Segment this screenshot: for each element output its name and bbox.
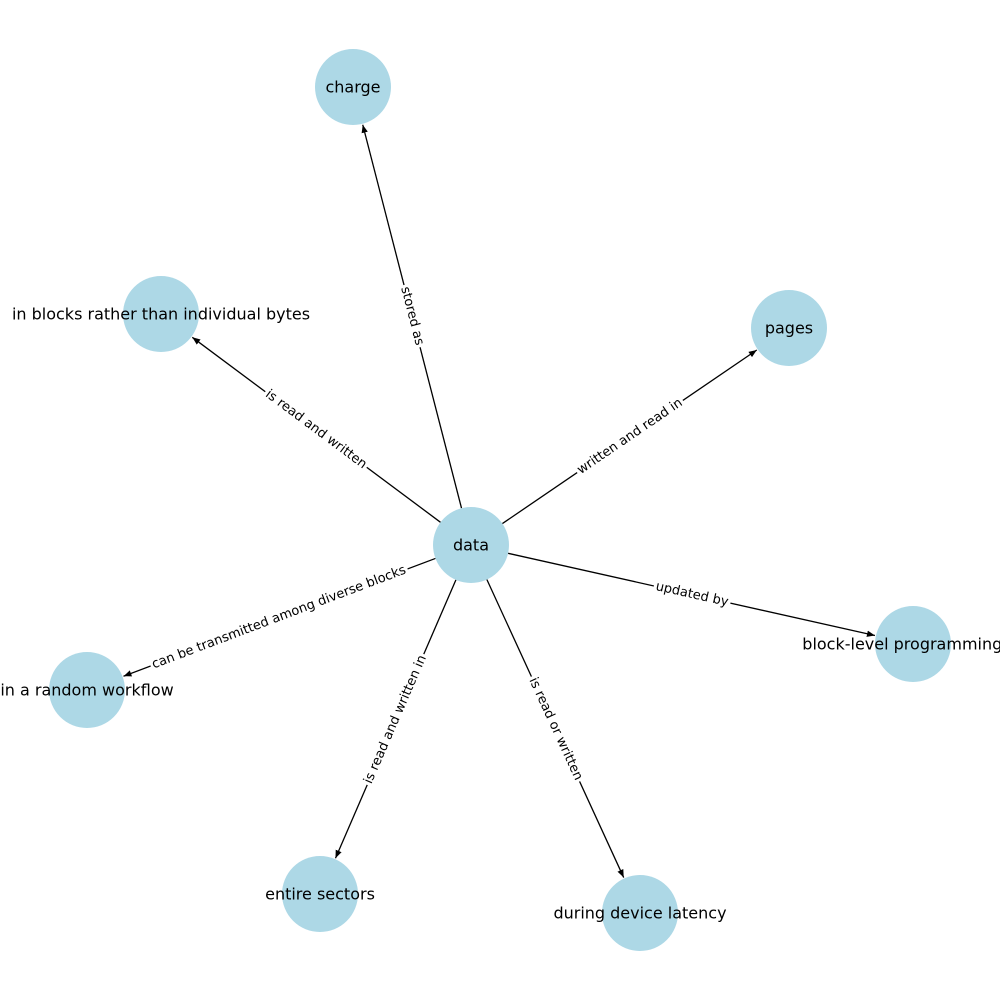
node-pages: [751, 290, 827, 366]
edge-label-group-latency: is read or written: [523, 673, 588, 785]
edge-label: is read and written: [262, 387, 369, 472]
edge-label-background: [260, 384, 372, 475]
edges-layer: [123, 124, 876, 878]
edge-label-background: [572, 393, 688, 480]
edge-label-background: [395, 282, 429, 350]
edge-label-background: [359, 650, 432, 789]
node-charge: [315, 49, 391, 125]
edge-label-background: [523, 673, 588, 785]
node-block-level: [875, 606, 951, 682]
node-latency: [602, 875, 678, 951]
node-label-charge: charge: [325, 78, 380, 97]
edge-label-background: [652, 577, 733, 612]
node-label-latency: during device latency: [553, 904, 726, 923]
node-label-random: in a random workflow: [0, 681, 173, 700]
node-label-pages: pages: [765, 319, 813, 338]
edge-label-group-random: can be transmitted among diverse blocks: [147, 560, 411, 674]
edge-label-background: [147, 560, 411, 674]
node-label-data: data: [453, 536, 489, 555]
edge-label: is read and written in: [361, 653, 430, 786]
node-label-blocks: in blocks rather than individual bytes: [12, 305, 310, 324]
node-label-block-level: block-level programming or: [802, 635, 1000, 654]
edge-label-group-pages: written and read in: [572, 393, 688, 480]
edge-label: written and read in: [575, 395, 686, 477]
edge-label-group-block-level: updated by: [652, 577, 733, 612]
edge-label: can be transmitted among diverse blocks: [150, 563, 408, 673]
edge-label-group-sectors: is read and written in: [359, 650, 432, 789]
node-random: [49, 652, 125, 728]
edge-label-group-blocks: is read and written: [260, 384, 372, 475]
node-blocks: [123, 276, 199, 352]
node-label-sectors: entire sectors: [265, 885, 375, 904]
edge-label: stored as: [397, 285, 427, 347]
edge-label: updated by: [654, 579, 730, 610]
nodes-layer: data charge in blocks rather than individu…: [0, 49, 1000, 951]
node-sectors: [282, 856, 358, 932]
edge-label-group-charge: stored as: [395, 282, 429, 350]
edge-label: is read or written: [525, 675, 585, 782]
node-data: [433, 507, 509, 583]
